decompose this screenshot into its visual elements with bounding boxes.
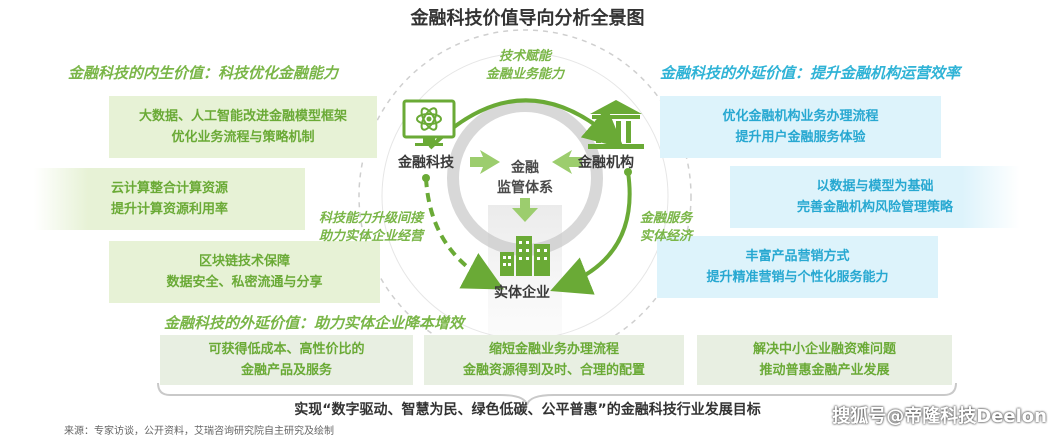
- right-box-3: 丰富产品营销方式 提升精准营销与个性化服务能力: [657, 236, 938, 298]
- arrow-finance-serve: [550, 171, 632, 295]
- left-box-1-line1: 大数据、人工智能改进金融模型框架: [138, 109, 347, 124]
- left-box-2: 云计算整合计算资源 提升计算资源利用率: [34, 168, 305, 230]
- right-box-1: 优化金融机构业务办理流程 提升用户金融服务体验: [660, 96, 941, 158]
- bottom-box-1-line1: 可获得低成本、高性价比的: [208, 342, 365, 357]
- right-box-1-line2: 提升用户金融服务体验: [735, 130, 866, 145]
- arrow-right-line2: 实体经济: [639, 229, 692, 244]
- left-section-title: 金融科技的内生价值：科技优化金融能力: [68, 64, 339, 82]
- arrow-left-label: 科技能力升级间接 助力实体企业经营: [296, 210, 446, 246]
- node-enterprise-label: 实体企业: [494, 285, 550, 301]
- bottom-statement: 实现“数字驱动、智慧为民、绿色低碳、公平普惠”的金融科技行业发展目标: [294, 402, 761, 418]
- regulator-label: 金融 监管体系: [480, 158, 570, 198]
- arrow-top-line1: 技术赋能: [498, 49, 551, 64]
- arrow-top-line2: 金融业务能力: [485, 67, 564, 82]
- regulator-arrow-left: [470, 150, 500, 174]
- bottom-box-3-line1: 解决中小企业融资难问题: [752, 342, 896, 357]
- arrow-left-line2: 助力实体企业经营: [318, 229, 423, 244]
- bottom-brace: [157, 382, 957, 406]
- bottom-box-2-line2: 金融资源得到及时、合理的配置: [462, 363, 645, 378]
- right-box-2-line1: 以数据与模型为基础: [816, 179, 934, 194]
- left-box-2-line2: 提升计算资源利用率: [110, 202, 228, 217]
- arrow-top-label: 技术赋能 金融业务能力: [470, 48, 580, 84]
- right-box-2-line2: 完善金融机构风险管理策略: [796, 200, 953, 215]
- fintech-monitor-icon: [402, 99, 456, 146]
- bottom-box-1-line2: 金融产品及服务: [240, 363, 332, 378]
- left-box-3-line1: 区块链技术保障: [198, 254, 290, 269]
- arrow-indirect-help: [424, 177, 505, 290]
- right-box-1-line1: 优化金融机构业务办理流程: [722, 109, 879, 124]
- arrow-right-line1: 金融服务: [639, 211, 692, 226]
- right-box-2: 以数据与模型为基础 完善金融机构风险管理策略: [730, 166, 1020, 228]
- bottom-box-3-line2: 推动普惠金融产业发展: [759, 363, 890, 378]
- bank-building-icon: [588, 100, 644, 149]
- left-box-2-line1: 云计算整合计算资源: [110, 181, 228, 196]
- regulator-line1: 金融: [511, 160, 539, 176]
- right-section-title: 金融科技的外延价值：提升金融机构运营效率: [660, 64, 961, 82]
- left-box-3: 区块链技术保障 数据安全、私密流通与分享: [109, 241, 380, 303]
- enterprise-buildings-icon: [500, 236, 550, 276]
- page-title: 金融科技价值导向分析全景图: [410, 8, 645, 29]
- regulator-line2: 监管体系: [497, 180, 553, 196]
- arrow-right-label: 金融服务 实体经济: [626, 210, 706, 246]
- right-box-3-line1: 丰富产品营销方式: [745, 249, 850, 264]
- right-box-3-line2: 提升精准营销与个性化服务能力: [706, 270, 889, 285]
- bottom-box-2: 缩短金融业务办理流程 金融资源得到及时、合理的配置: [424, 335, 684, 385]
- left-box-3-line2: 数据安全、私密流通与分享: [166, 275, 323, 290]
- left-box-1-line2: 优化业务流程与策略机制: [171, 130, 315, 145]
- bottom-box-1: 可获得低成本、高性价比的 金融产品及服务: [160, 335, 413, 385]
- source-note: 来源：专家访谈，公开资料，艾瑞咨询研究院自主研究及绘制: [64, 426, 334, 437]
- watermark: 搜狐号@帝隆科技Deelon: [832, 406, 1047, 427]
- node-fintech-label: 金融科技: [398, 155, 454, 171]
- node-institution-label: 金融机构: [578, 155, 634, 171]
- regulator-arrow-down: [512, 198, 538, 222]
- regulator-arrow-right: [552, 150, 582, 174]
- bottom-box-3: 解决中小企业融资难问题 推动普惠金融产业发展: [697, 335, 952, 385]
- bottom-box-2-line1: 缩短金融业务办理流程: [488, 342, 619, 357]
- bottom-section-title: 金融科技的外延价值：助力实体企业降本增效: [164, 314, 465, 332]
- left-box-1: 大数据、人工智能改进金融模型框架 优化业务流程与策略机制: [109, 96, 377, 158]
- arrow-left-line1: 科技能力升级间接: [318, 211, 423, 226]
